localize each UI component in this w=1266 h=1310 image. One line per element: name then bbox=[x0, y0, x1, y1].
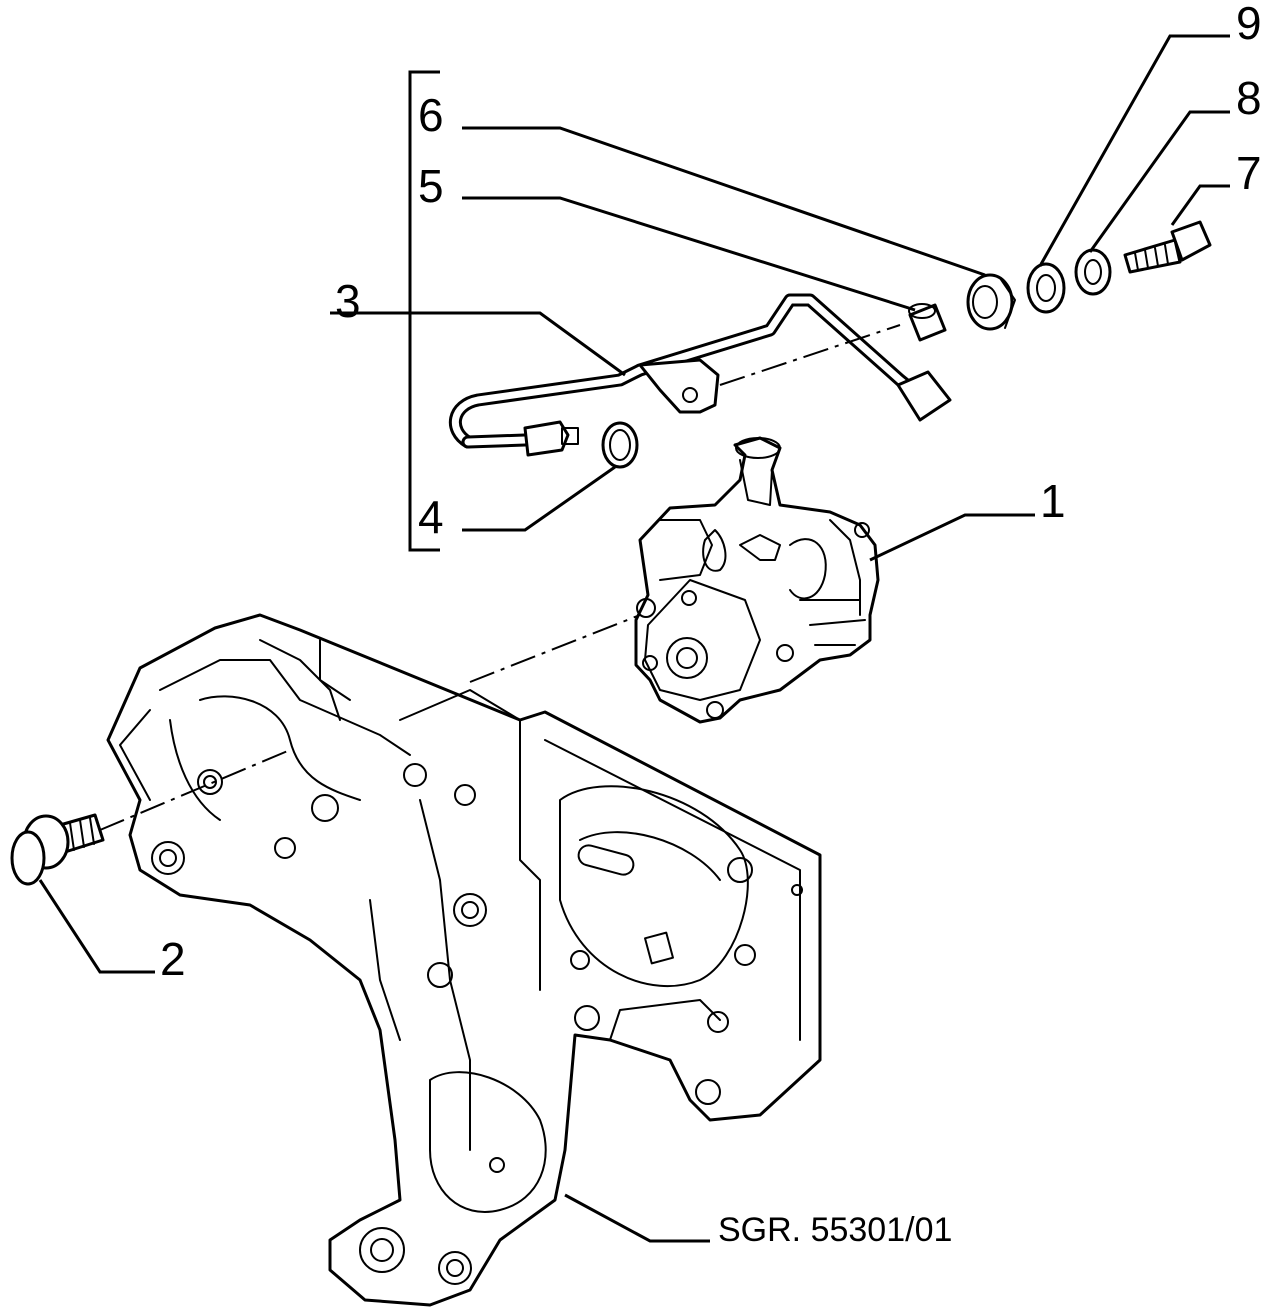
callout-6: 6 bbox=[418, 89, 444, 141]
callout-5: 5 bbox=[418, 160, 444, 212]
screw-7 bbox=[1123, 220, 1212, 274]
callout-9: 9 bbox=[1236, 0, 1262, 49]
washer-9 bbox=[1026, 262, 1066, 314]
assembly-centerlines bbox=[99, 324, 901, 831]
seal-ring-4 bbox=[601, 421, 639, 469]
reference-label: SGR. 55301/01 bbox=[718, 1211, 952, 1249]
callout-7: 7 bbox=[1236, 147, 1262, 199]
callout-1: 1 bbox=[1040, 475, 1066, 527]
leader-lines bbox=[38, 34, 1230, 1243]
pressure-pipe bbox=[448, 293, 952, 457]
callout-labels: 1 2 3 4 5 6 7 8 9 SGR. 55301/01 bbox=[160, 0, 1262, 1249]
callout-3: 3 bbox=[335, 275, 361, 327]
engine-bracket-casting bbox=[106, 613, 822, 1307]
washer-8 bbox=[1074, 248, 1112, 296]
callout-4: 4 bbox=[418, 491, 444, 543]
grommet-6 bbox=[966, 273, 1016, 331]
callout-2: 2 bbox=[160, 933, 186, 985]
bolt-2 bbox=[10, 813, 105, 886]
sleeve-5 bbox=[908, 303, 947, 342]
callout-8: 8 bbox=[1236, 72, 1262, 124]
power-steering-pump bbox=[634, 436, 880, 724]
